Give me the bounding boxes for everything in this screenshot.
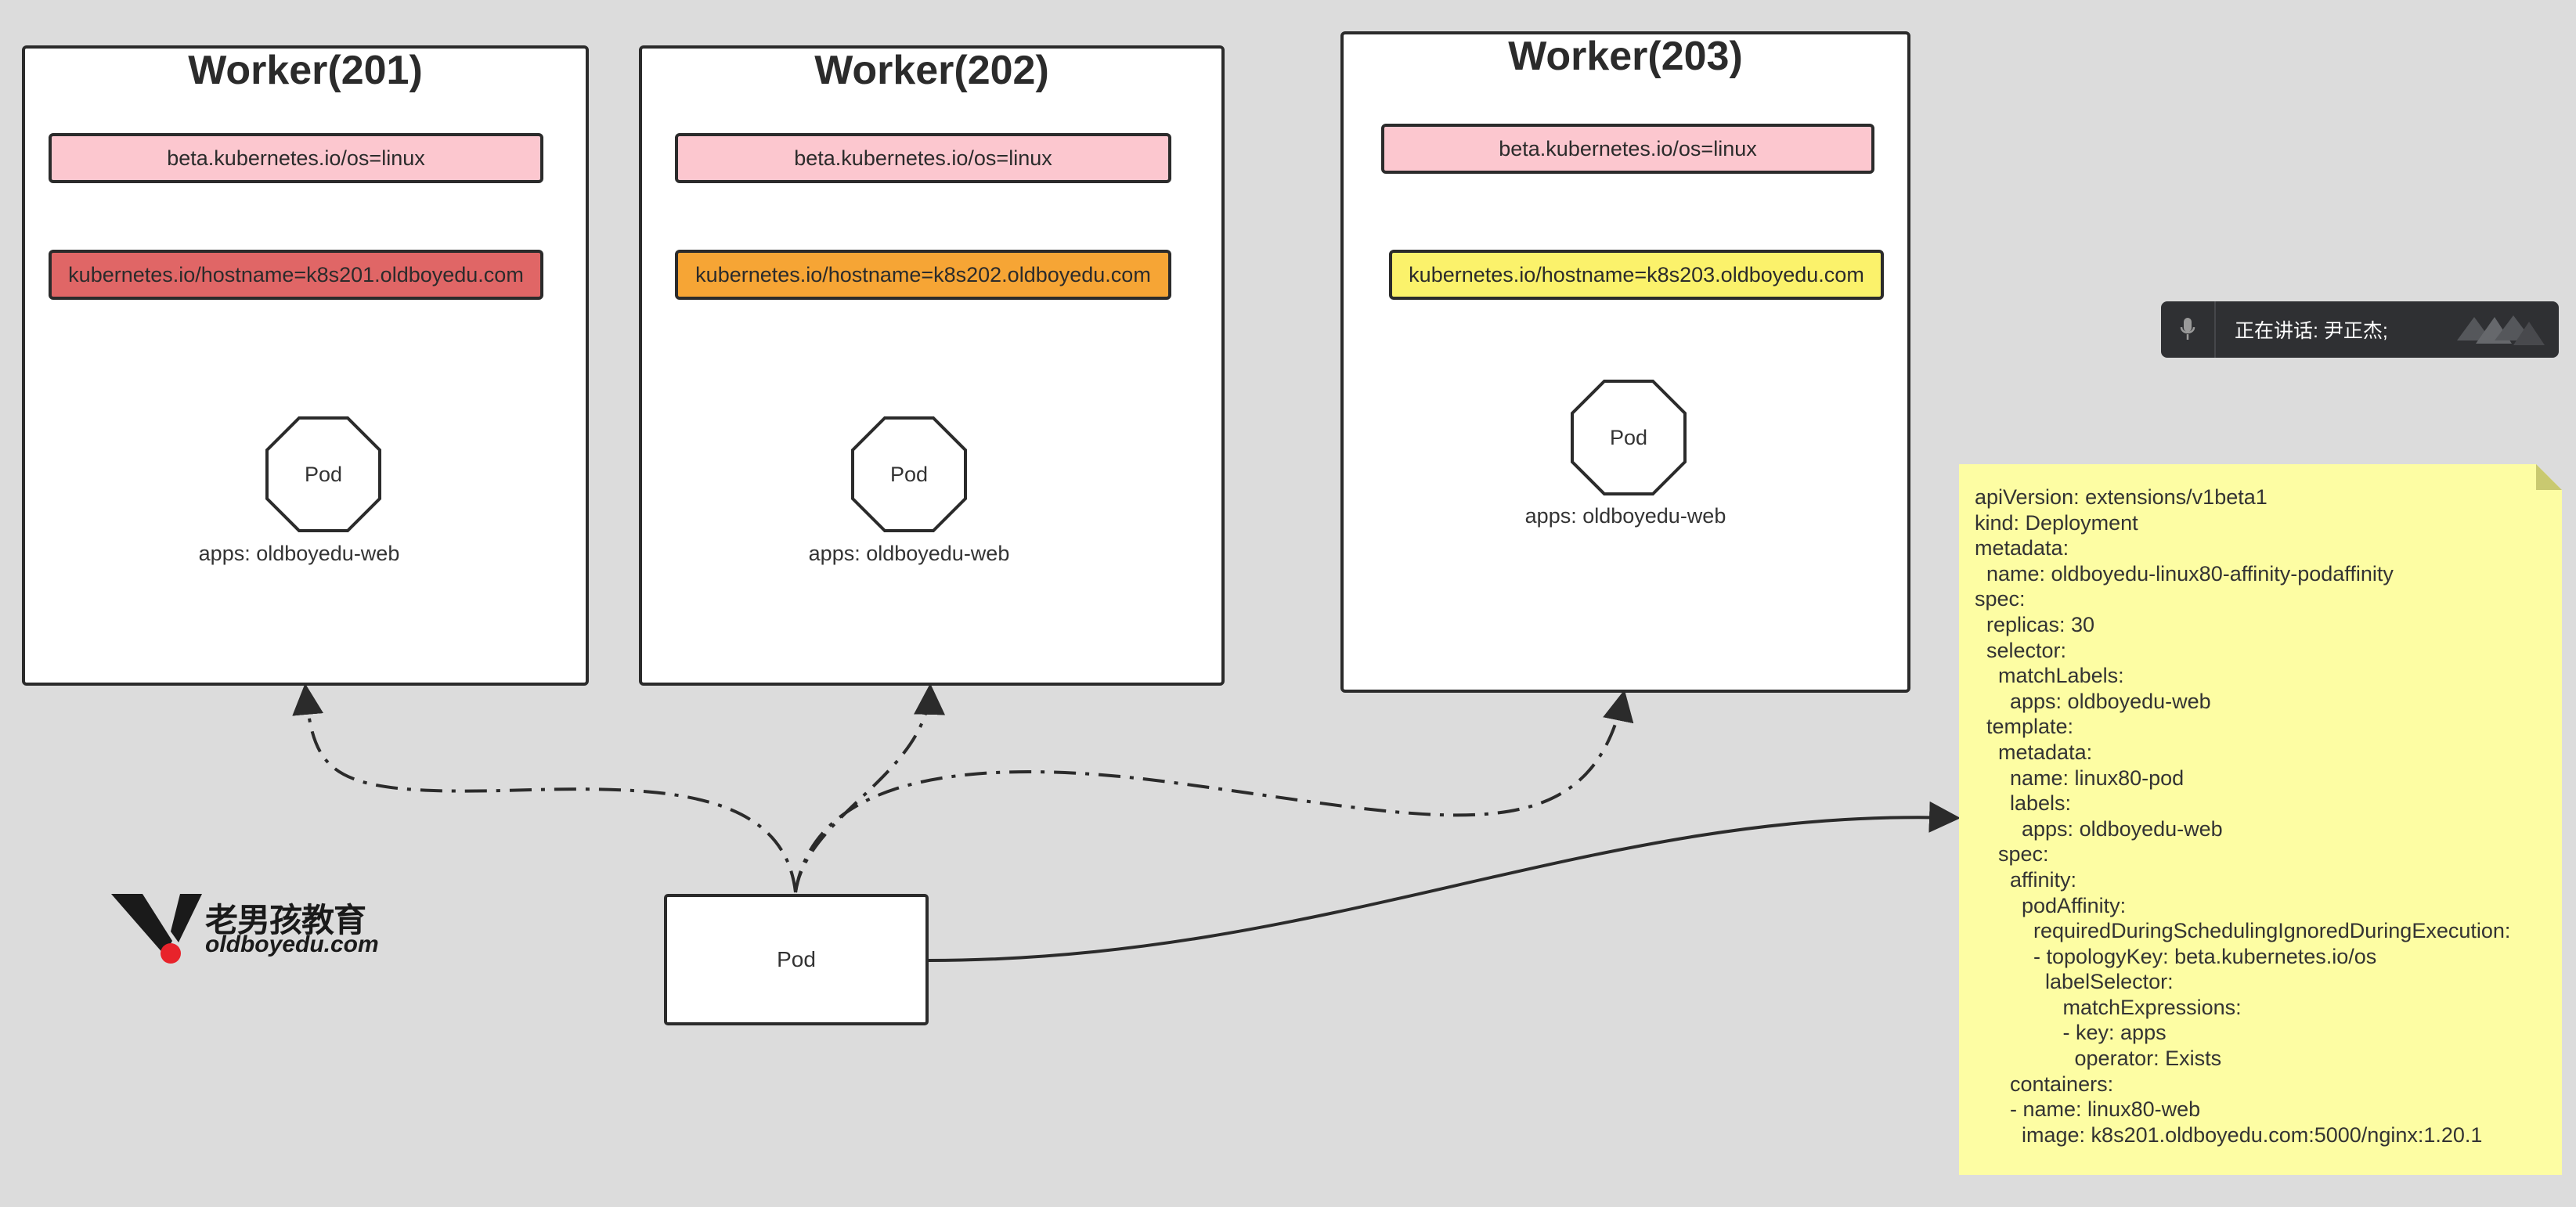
- worker-title: Worker(203): [1508, 34, 1743, 79]
- pod-octagon-shape: [265, 416, 381, 532]
- hostname-label: kubernetes.io/hostname=k8s202.oldboyedu.…: [675, 250, 1171, 300]
- yaml-line: apiVersion: extensions/v1beta1: [1975, 485, 2268, 509]
- yaml-line: - name: linux80-web: [1975, 1097, 2201, 1122]
- pod-app-label: apps: oldboyedu-web: [1524, 504, 1726, 528]
- pod-octagon-shape: [851, 416, 967, 532]
- pod-octagon-label: Pod: [304, 462, 343, 486]
- worker-node-203: Worker(203) beta.kubernetes.io/os=linux …: [1340, 31, 1910, 693]
- pod-octagon-shape: [1571, 380, 1687, 495]
- microphone-icon[interactable]: [2161, 301, 2216, 358]
- yaml-line: metadata:: [1975, 536, 2069, 560]
- yaml-line: labelSelector:: [1975, 970, 2174, 994]
- logo-url: oldboyedu.com: [205, 931, 379, 957]
- worker-node-201: Worker(201) beta.kubernetes.io/os=linux …: [22, 45, 589, 686]
- yaml-line: name: linux80-pod: [1975, 766, 2185, 790]
- yaml-line: image: k8s201.oldboyedu.com:5000/nginx:1…: [1975, 1122, 2483, 1147]
- yaml-line: kind: Deployment: [1975, 510, 2138, 535]
- worker-node-202: Worker(202) beta.kubernetes.io/os=linux …: [639, 45, 1225, 686]
- worker-title: Worker(201): [188, 48, 423, 93]
- os-label: beta.kubernetes.io/os=linux: [675, 133, 1171, 183]
- yaml-line: replicas: 30: [1975, 612, 2095, 636]
- yaml-line: spec:: [1975, 842, 2049, 867]
- yaml-line: name: oldboyedu-linux80-affinity-podaffi…: [1975, 561, 2394, 585]
- new-pod-box: Pod: [664, 894, 929, 1025]
- pod-octagon-label: Pod: [889, 462, 929, 486]
- yaml-line: podAffinity:: [1975, 893, 2127, 917]
- os-label: beta.kubernetes.io/os=linux: [49, 133, 543, 183]
- speaking-indicator[interactable]: 正在讲话: 尹正杰;: [2161, 301, 2559, 358]
- pod-octagon-label: Pod: [1609, 425, 1648, 449]
- yaml-line: matchExpressions:: [1975, 995, 2242, 1019]
- yaml-line: requiredDuringSchedulingIgnoredDuringExe…: [1975, 919, 2511, 943]
- yaml-line: operator: Exists: [1975, 1047, 2222, 1071]
- worker-title: Worker(202): [814, 48, 1049, 93]
- yaml-line: spec:: [1975, 587, 2026, 611]
- hostname-label: kubernetes.io/hostname=k8s201.oldboyedu.…: [49, 250, 543, 300]
- yaml-line: containers:: [1975, 1072, 2114, 1096]
- pod-to-manifest-connector: [928, 801, 1961, 962]
- yaml-line: matchLabels:: [1975, 664, 2124, 688]
- os-label: beta.kubernetes.io/os=linux: [1381, 124, 1874, 174]
- yaml-line: labels:: [1975, 791, 2072, 816]
- yaml-line: - key: apps: [1975, 1021, 2167, 1045]
- deployment-yaml-note: apiVersion: extensions/v1beta1 kind: Dep…: [1959, 464, 2562, 1175]
- yaml-line: template:: [1975, 715, 2074, 739]
- oldboyedu-logo-icon: [111, 894, 202, 964]
- scheduling-arrow-to-worker-203: [794, 690, 1634, 893]
- hostname-label: kubernetes.io/hostname=k8s203.oldboyedu.…: [1389, 250, 1884, 300]
- yaml-line: apps: oldboyedu-web: [1975, 816, 2223, 841]
- logo-name: 老男孩教育: [205, 902, 366, 939]
- pod-app-label: apps: oldboyedu-web: [808, 542, 1010, 565]
- yaml-line: selector:: [1975, 638, 2067, 662]
- yaml-line: apps: oldboyedu-web: [1975, 689, 2211, 713]
- decorative-blocks-icon: [2457, 315, 2545, 345]
- scheduling-arrow-to-worker-202: [794, 683, 945, 893]
- yaml-line: - topologyKey: beta.kubernetes.io/os: [1975, 944, 2377, 968]
- yaml-line: affinity:: [1975, 867, 2077, 892]
- pod-app-label: apps: oldboyedu-web: [198, 542, 400, 565]
- yaml-line: metadata:: [1975, 740, 2093, 764]
- speaking-text: 正在讲话: 尹正杰;: [2235, 320, 2388, 342]
- scheduling-arrow-to-worker-201: [292, 683, 797, 893]
